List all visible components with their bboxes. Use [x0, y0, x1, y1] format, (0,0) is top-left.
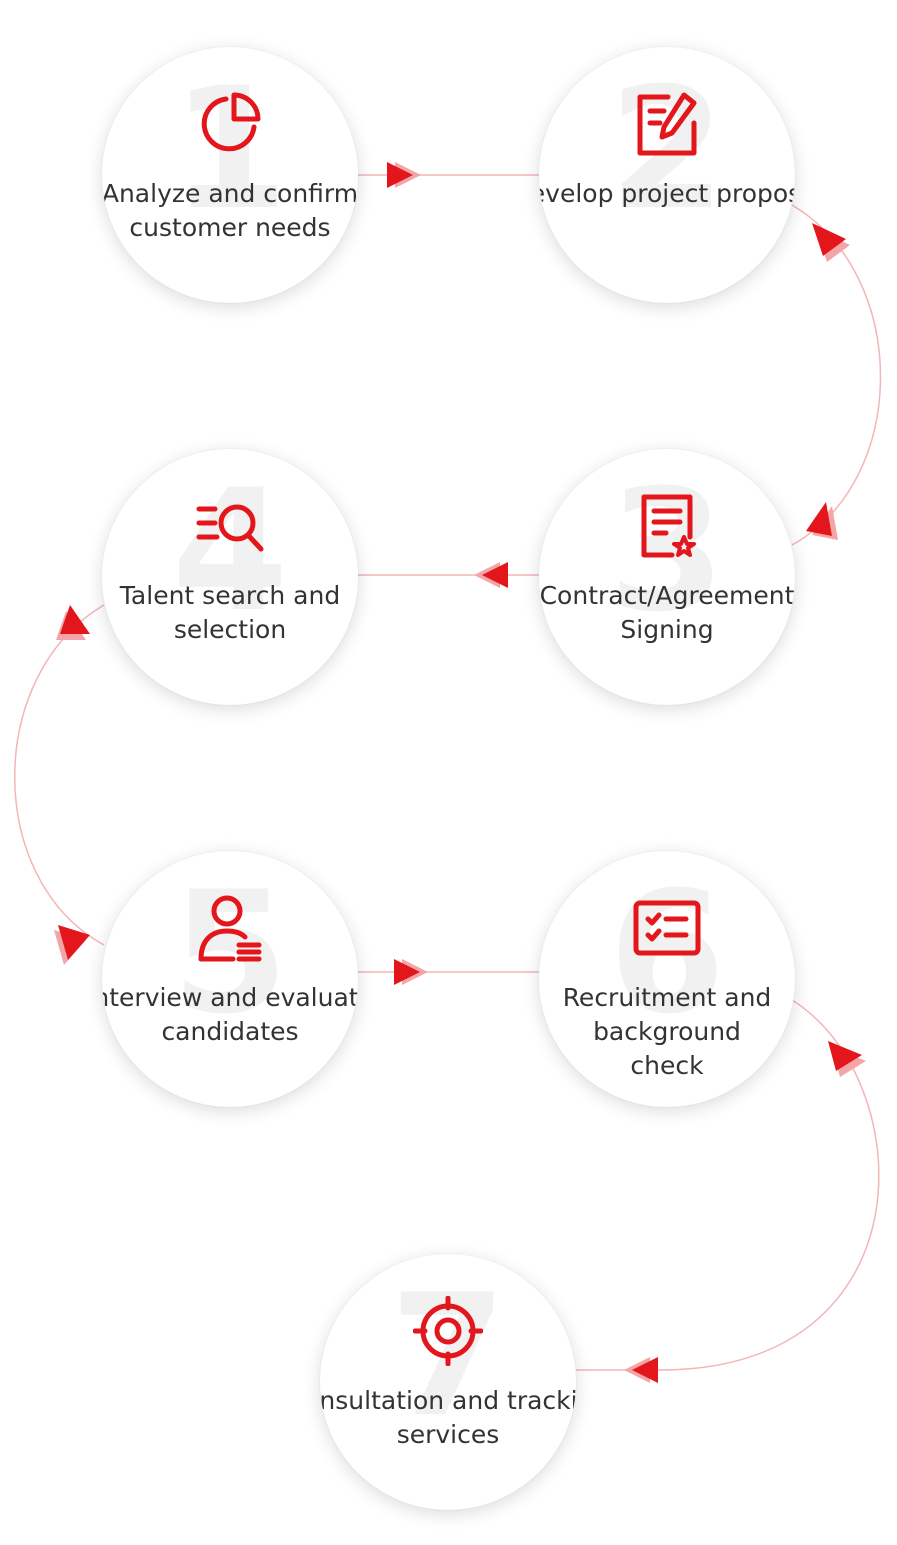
arrow-head [60, 605, 90, 634]
step-label: Recruitment and background check [562, 983, 772, 1080]
arrow-head [394, 959, 420, 985]
arrowheads [54, 162, 866, 1383]
target-icon [412, 1295, 484, 1367]
step-1: 1 Analyze and confirm customer needs [102, 47, 358, 303]
connector-2-3 [791, 204, 882, 546]
step-label: Analyze and confirm customer needs [102, 179, 358, 242]
list-search-icon [195, 491, 265, 561]
step-number: 2 [608, 51, 726, 247]
step-label: Talent search and selection [119, 581, 341, 644]
step-label: Consultation and tracking services [320, 1386, 576, 1449]
arrow-head [632, 1357, 658, 1383]
step-5: 5 Interview and evaluate candidates [102, 851, 358, 1107]
step-label: Contract/Agreement Signing [539, 581, 795, 644]
step-4: 4 Talent search and selection [102, 449, 358, 705]
pie-chart-icon [195, 89, 265, 159]
step-label: Develop project proposal [539, 179, 795, 208]
arrow-head [58, 925, 90, 960]
arrow-head [387, 162, 413, 188]
arrow-head [812, 223, 846, 256]
step-label: Interview and evaluate candidates [102, 983, 358, 1046]
user-list-icon [195, 893, 265, 963]
step-number: 4 [171, 453, 289, 649]
step-3: 3 Contract/Agreement Signing [539, 449, 795, 705]
arrow-head [806, 502, 832, 536]
contract-icon [632, 491, 702, 561]
arrow-head [482, 562, 508, 588]
step-7: 7 Consultation and tracking services [320, 1254, 576, 1510]
step-2: 2 Develop project proposal [539, 47, 795, 303]
connector-4-5 [14, 604, 105, 946]
edit-document-icon [632, 89, 702, 159]
arrow-head [828, 1041, 862, 1071]
step-6: 6 Recruitment and background check [539, 851, 795, 1107]
checklist-icon [632, 893, 702, 963]
